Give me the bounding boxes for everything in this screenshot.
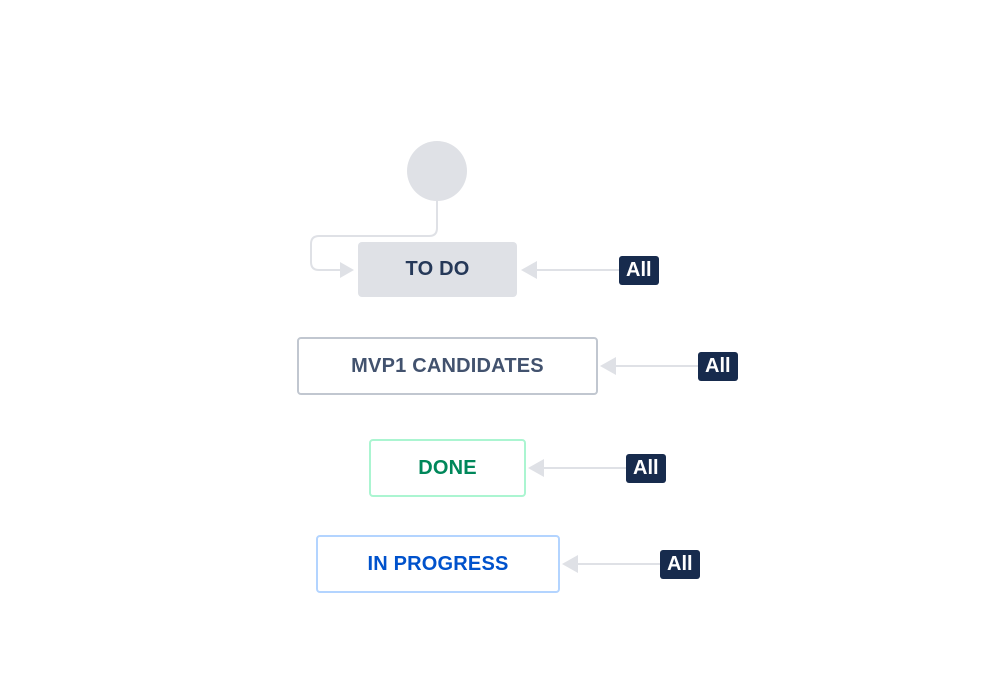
global-transition-arrowhead-inprogress	[562, 555, 578, 573]
all-transition-badge-mvp1[interactable]: All	[698, 352, 738, 381]
status-done[interactable]: DONE	[369, 439, 526, 497]
status-in-progress[interactable]: IN PROGRESS	[316, 535, 560, 593]
global-transition-arrowhead-todo	[521, 261, 537, 279]
initial-transition-arrowhead	[340, 262, 354, 278]
initial-transition-line	[310, 201, 438, 271]
start-node	[407, 141, 467, 201]
global-transition-arrowhead-done	[528, 459, 544, 477]
all-transition-badge-inprogress[interactable]: All	[660, 550, 700, 579]
global-transition-arrowhead-mvp1	[600, 357, 616, 375]
all-transition-badge-todo[interactable]: All	[619, 256, 659, 285]
all-transition-badge-done[interactable]: All	[626, 454, 666, 483]
status-todo[interactable]: TO DO	[358, 242, 517, 297]
status-mvp1-candidates[interactable]: MVP1 CANDIDATES	[297, 337, 598, 395]
